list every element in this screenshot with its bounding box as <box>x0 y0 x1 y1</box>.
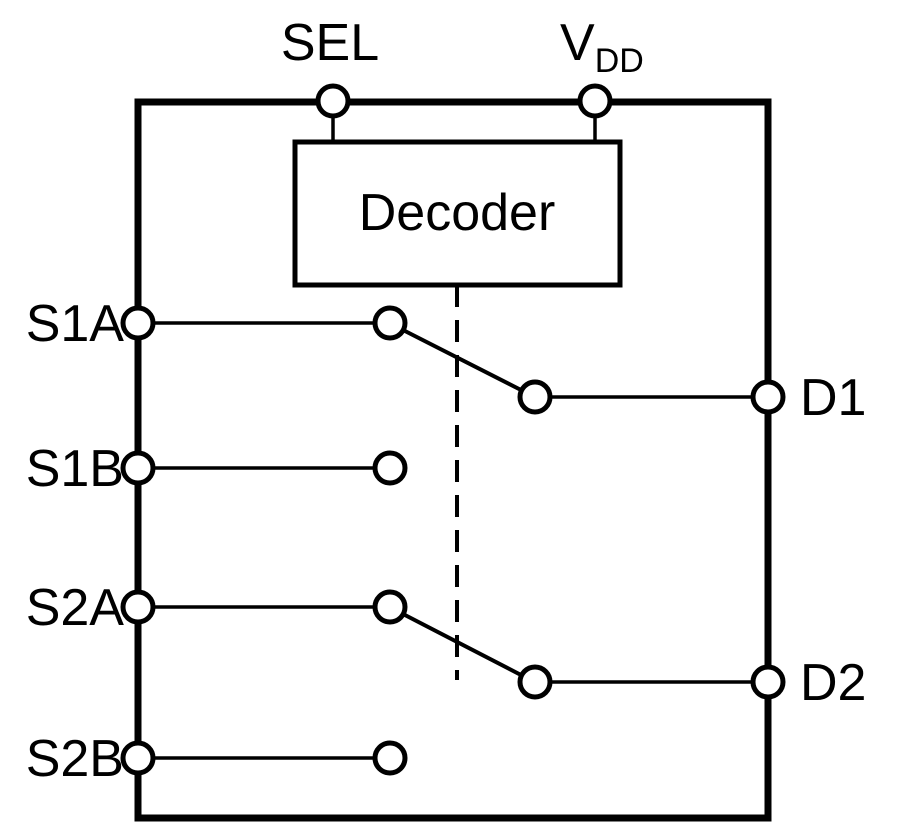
d2-label: D2 <box>800 654 866 712</box>
s2a-pin <box>120 589 156 625</box>
sel-label: SEL <box>281 14 379 72</box>
d1-label: D1 <box>800 369 866 427</box>
switch2-throw-contact <box>517 664 553 700</box>
switch1-throw-contact <box>517 379 553 415</box>
s2b-label: S2B <box>26 730 124 788</box>
s2a-pole-contact <box>372 589 408 625</box>
vdd-label-main: V <box>560 14 595 72</box>
d1-pin <box>750 379 786 415</box>
s1b-pin <box>120 450 156 486</box>
decoder-label: Decoder <box>359 184 556 242</box>
s1a-pole-contact <box>372 305 408 341</box>
sel-pin <box>315 83 351 119</box>
vdd-label-subscript: DD <box>595 42 644 80</box>
s2a-label: S2A <box>26 579 125 637</box>
d2-pin <box>750 664 786 700</box>
switch2-arm <box>401 612 523 677</box>
s1b-pole-contact <box>372 450 408 486</box>
s1b-label: S1B <box>26 440 124 498</box>
switch1-arm <box>401 328 523 392</box>
decoder-box <box>292 139 623 288</box>
s1a-pin <box>120 305 156 341</box>
s1a-label: S1A <box>26 295 125 353</box>
vdd-pin <box>577 83 613 119</box>
s2b-pin <box>120 740 156 776</box>
s2b-pole-contact <box>372 740 408 776</box>
vdd-label: VDD <box>560 14 644 80</box>
